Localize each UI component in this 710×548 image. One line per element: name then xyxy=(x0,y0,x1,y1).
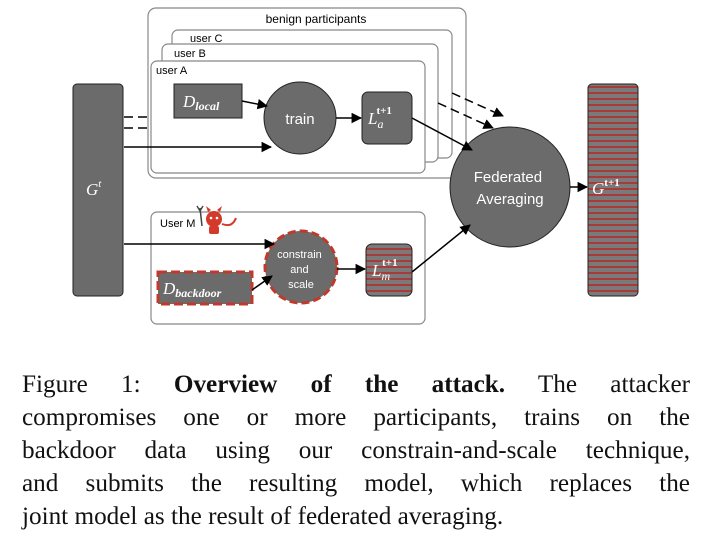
local-data-box xyxy=(173,83,243,119)
global-model-box xyxy=(72,83,124,297)
caption-line-3: backdoor data using our constrain-and-sc… xyxy=(22,437,690,464)
user-a-label: user A xyxy=(156,65,188,77)
new-global-model-label: Gt+1 xyxy=(592,177,620,198)
caption-title: Overview of the attack. xyxy=(173,371,506,398)
backdoor-data-label: Dbackdoor xyxy=(162,279,222,300)
train-label: train xyxy=(285,111,314,128)
federated-averaging-node xyxy=(449,126,571,248)
local-data-label: Dlocal xyxy=(182,92,220,113)
caption-line-1-rest: The attacker xyxy=(537,371,691,398)
caption-line-2: compromises one or more participants, tr… xyxy=(22,404,690,431)
figure-caption: Figure 1: Overview of the attack. The at… xyxy=(22,368,690,533)
constrain-scale-label: constrain and scale xyxy=(277,249,325,291)
global-model-label: Gt xyxy=(86,178,102,199)
federated-averaging-label: Federated Averaging xyxy=(474,169,547,208)
benign-participants-group: benign participants user C user B user A… xyxy=(147,7,467,179)
malicious-user-label: User M xyxy=(160,218,195,230)
attack-overview-diagram: benign participants user C user B user A… xyxy=(72,7,639,325)
malicious-user-group: User M Dbackdoor constrain and scale Lmt… xyxy=(150,205,426,325)
backdoor-data-box xyxy=(156,270,254,306)
caption-line-1: Figure 1: Overview of the attack. The at… xyxy=(22,368,690,401)
caption-line-4: and submits the resulting model, which r… xyxy=(22,470,690,497)
benign-group-label: benign participants xyxy=(266,12,367,26)
constrain-scale-node xyxy=(263,229,339,305)
user-b-label: user B xyxy=(174,48,206,60)
flow-arrows xyxy=(124,92,589,291)
benign-update-label: Lat+1 xyxy=(367,105,392,131)
caption-line-5: joint model as the result of federated a… xyxy=(22,503,504,530)
figure-label: Figure 1: xyxy=(22,371,141,398)
user-c-label: user C xyxy=(190,33,222,45)
malicious-update-label: Lmt+1 xyxy=(371,257,398,283)
devil-icon xyxy=(196,205,237,234)
